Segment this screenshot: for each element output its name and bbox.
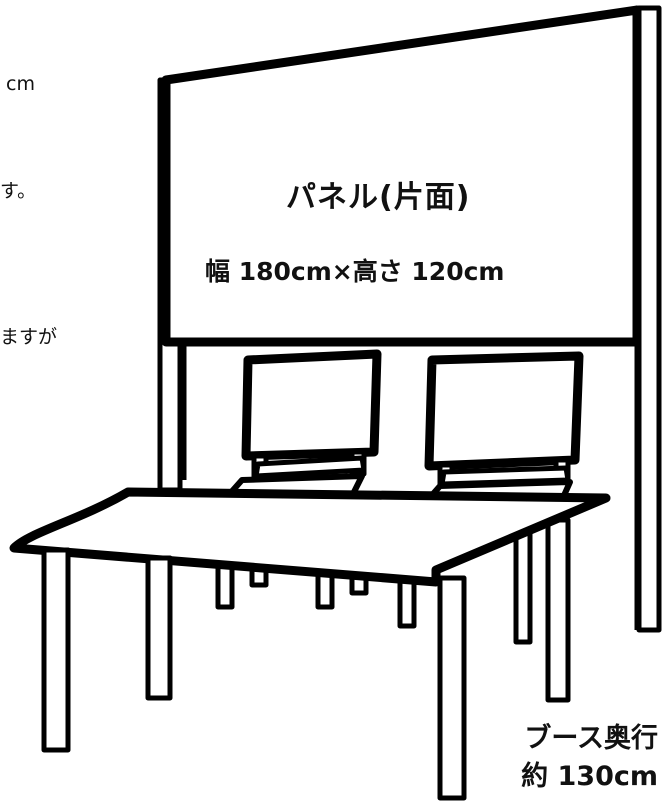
panel-title: パネル(片面)	[286, 180, 471, 215]
right-frame-pole	[636, 5, 662, 633]
table-leg-front-left	[41, 547, 71, 753]
panel-size: 幅 180cm×高さ 120cm	[205, 257, 505, 286]
table-leg-front-right	[437, 575, 467, 801]
booth-depth-line2: 約 130cm	[521, 761, 658, 792]
booth-depth-label: ブース奥行 約 130cm	[470, 720, 658, 796]
left-text-fragment-3: ますが	[0, 326, 58, 348]
left-text-fragment-1: cm	[6, 73, 35, 95]
monitor-1-base	[253, 455, 367, 479]
table-leg-front-mid	[145, 555, 173, 701]
left-text-fragment-2: す。	[0, 180, 37, 202]
monitor-1-screen	[241, 349, 382, 461]
booth-depth-line1: ブース奥行	[524, 723, 658, 754]
monitor-2-screen	[424, 351, 584, 471]
table-leg-back	[545, 517, 571, 703]
table-leg-back	[513, 527, 533, 645]
